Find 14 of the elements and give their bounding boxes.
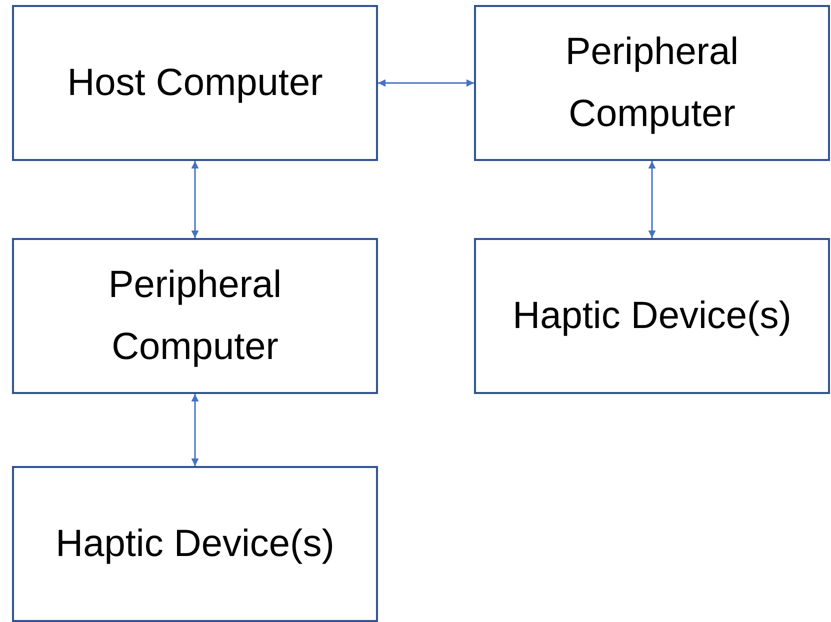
double-arrow <box>191 394 199 466</box>
process-box <box>12 5 378 161</box>
double-arrow <box>191 161 199 238</box>
double-arrow <box>378 79 474 87</box>
box-label: Host Computer <box>66 61 324 106</box>
process-box <box>12 466 378 622</box>
process-box <box>12 238 378 394</box>
process-box <box>474 5 830 161</box>
box-label: Haptic Device(s) <box>55 522 335 567</box>
double-arrow <box>648 161 656 238</box>
box-label: Haptic Device(s) <box>512 294 792 339</box>
box-label: Peripheral Computer <box>564 30 740 137</box>
process-box <box>474 238 830 394</box>
box-label: Peripheral Computer <box>107 263 283 370</box>
